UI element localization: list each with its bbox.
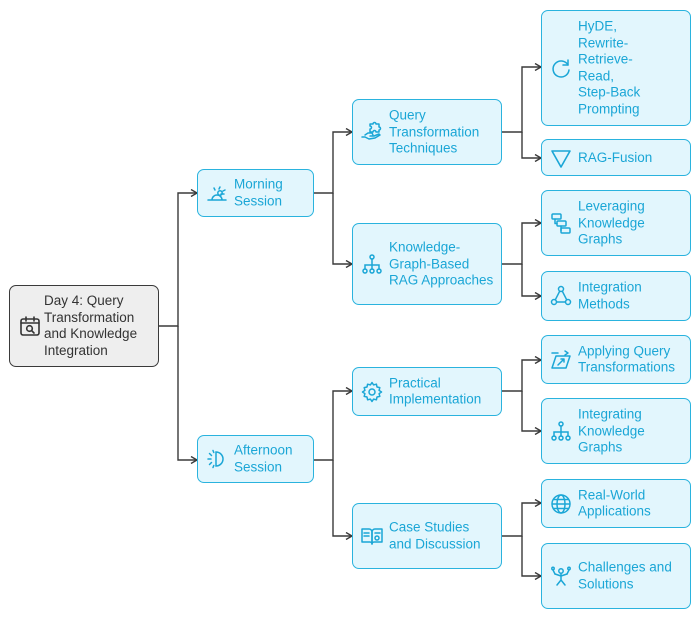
leaf-integration-methods-node: Integration Methods bbox=[541, 271, 691, 321]
leaf-real-world-applications-node: Real-World Applications bbox=[541, 479, 691, 528]
connected-nodes-icon bbox=[550, 285, 572, 306]
leaf-challenges-solutions-node: Challenges and Solutions bbox=[541, 543, 691, 609]
gear-icon bbox=[361, 381, 383, 402]
transform-icon bbox=[551, 349, 571, 369]
leaf-integration-methods-label: Integration Methods bbox=[578, 279, 642, 312]
root-node: Day 4: Query Transformation and Knowledg… bbox=[9, 285, 159, 367]
leaf-integrating-kg-label: Integrating Knowledge Graphs bbox=[578, 406, 645, 455]
globe-icon bbox=[551, 493, 571, 514]
leaf-applying-query-transformations-node: Applying Query Transformations bbox=[541, 335, 691, 384]
book-icon bbox=[361, 528, 383, 545]
person-juggling-icon bbox=[551, 566, 571, 586]
leaf-leveraging-kg-node: Leveraging Knowledge Graphs bbox=[541, 190, 691, 256]
afternoon-session-node: Afternoon Session bbox=[197, 435, 314, 483]
afternoon-session-label: Afternoon Session bbox=[234, 442, 293, 475]
topic-practical-implementation-node: Practical Implementation bbox=[352, 367, 502, 416]
triangle-icon bbox=[551, 149, 571, 168]
sunrise-icon bbox=[207, 186, 227, 201]
topic-case-studies-label: Case Studies and Discussion bbox=[389, 519, 481, 552]
hierarchy-icon bbox=[362, 254, 382, 274]
leaf-hyde-label: HyDE, Rewrite-Retrieve-Read, Step-Back P… bbox=[578, 18, 641, 117]
topic-knowledge-graph-rag-label: Knowledge-Graph-Based RAG Approaches bbox=[389, 239, 494, 288]
org-chart-icon bbox=[551, 421, 571, 441]
hand-puzzle-icon bbox=[361, 121, 382, 140]
leaf-rag-fusion-node: RAG-Fusion bbox=[541, 139, 691, 176]
leaf-rag-fusion-label: RAG-Fusion bbox=[578, 149, 653, 165]
leaf-challenges-solutions-label: Challenges and Solutions bbox=[578, 559, 672, 592]
leaf-real-world-applications-label: Real-World Applications bbox=[578, 487, 651, 519]
sunset-icon bbox=[207, 449, 224, 469]
topic-practical-implementation-label: Practical Implementation bbox=[389, 375, 482, 407]
topic-case-studies-node: Case Studies and Discussion bbox=[352, 503, 502, 569]
root-label: Day 4: Query Transformation and Knowledg… bbox=[44, 293, 138, 358]
refresh-arrow-icon bbox=[552, 59, 570, 78]
topic-query-transformation-node: Query Transformation Techniques bbox=[352, 99, 502, 165]
calendar-search-icon bbox=[20, 316, 40, 336]
leaf-hyde-node: HyDE, Rewrite-Retrieve-Read, Step-Back P… bbox=[541, 10, 691, 126]
leaf-integrating-kg-node: Integrating Knowledge Graphs bbox=[541, 398, 691, 464]
topic-knowledge-graph-rag-node: Knowledge-Graph-Based RAG Approaches bbox=[352, 223, 502, 305]
leaf-leveraging-kg-label: Leveraging Knowledge Graphs bbox=[578, 198, 645, 247]
morning-session-node: Morning Session bbox=[197, 169, 314, 217]
flow-blocks-icon bbox=[551, 213, 571, 234]
topic-query-transformation-label: Query Transformation Techniques bbox=[389, 107, 480, 156]
morning-session-label: Morning Session bbox=[234, 176, 283, 209]
leaf-applying-query-transformations-label: Applying Query Transformations bbox=[578, 343, 676, 375]
